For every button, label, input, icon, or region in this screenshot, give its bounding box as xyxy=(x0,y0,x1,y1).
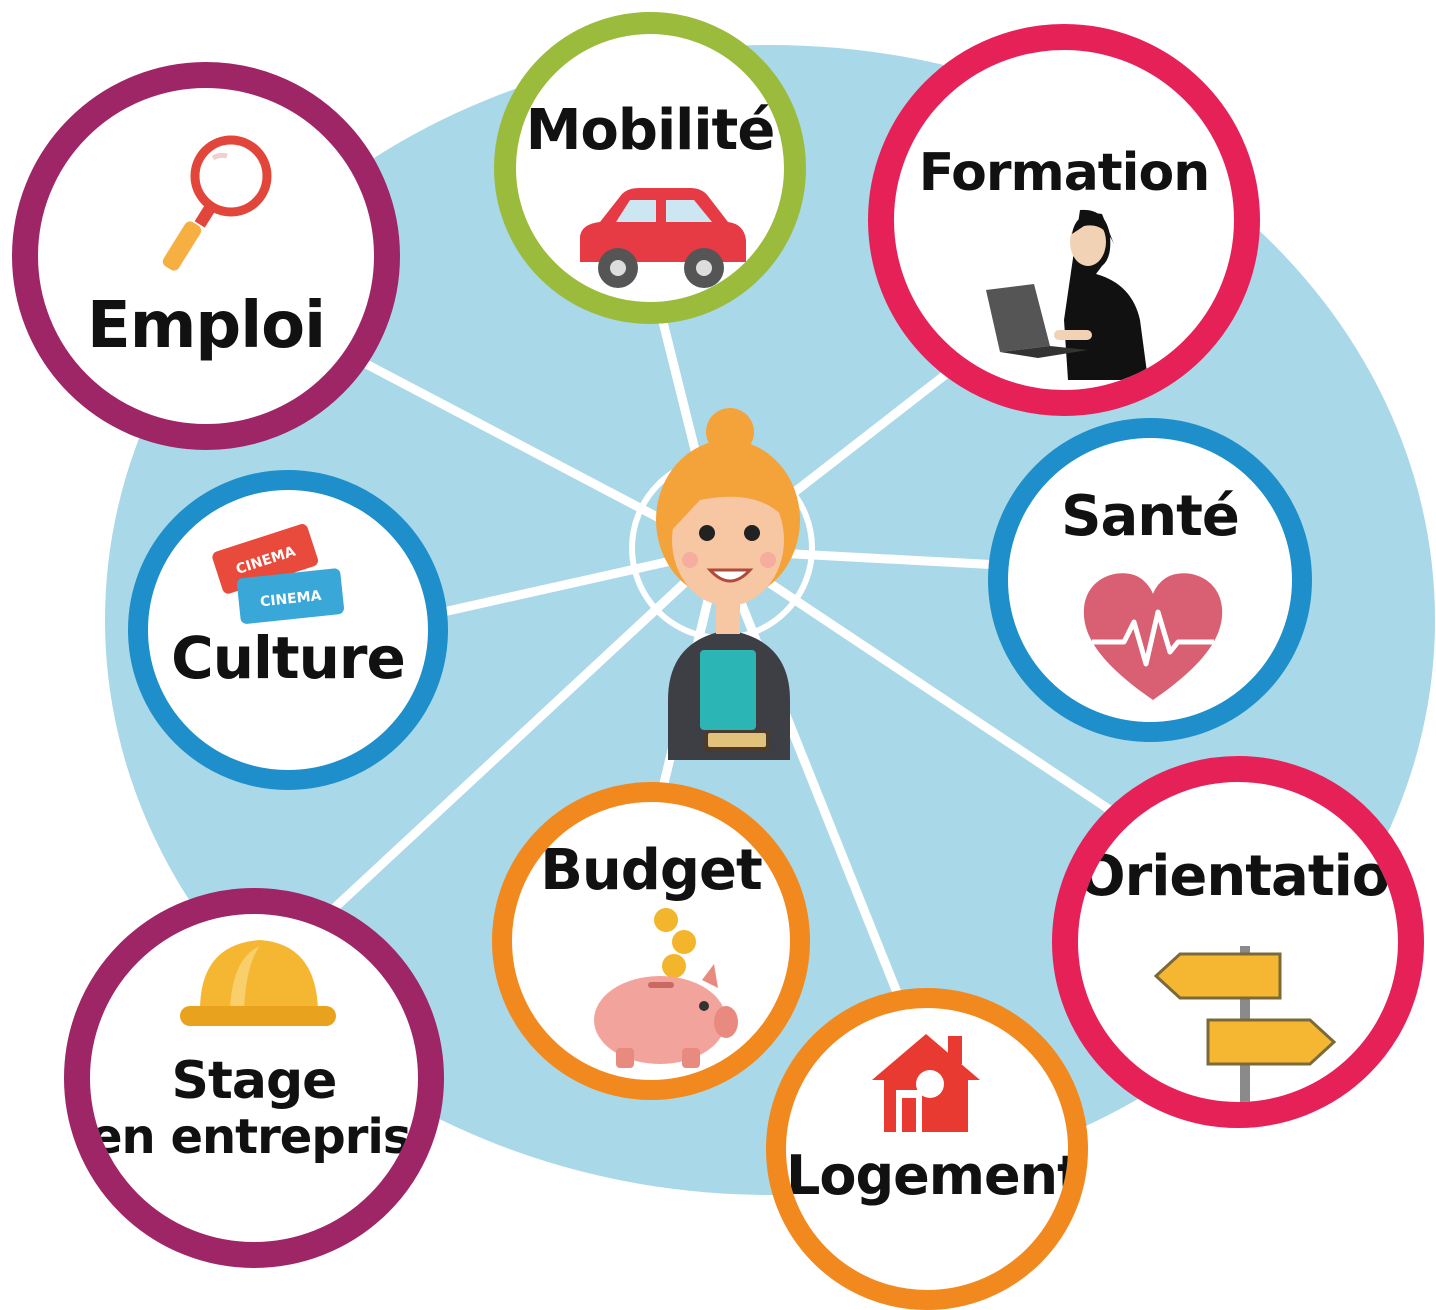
node-label-line-1: Stage xyxy=(171,1051,338,1111)
hard-hat-icon xyxy=(180,940,336,1026)
node-label: Santé xyxy=(1061,484,1240,549)
piggy-bank-icon xyxy=(594,908,738,1068)
magnifier-icon xyxy=(162,135,272,271)
node-mobilite: Mobilité xyxy=(494,12,806,324)
node-label: Mobilité xyxy=(525,98,776,163)
car-icon xyxy=(580,188,746,288)
node-orientation: Orientation xyxy=(1052,756,1424,1128)
spoke-orientation xyxy=(715,545,1115,815)
node-label: Culture xyxy=(171,624,406,692)
house-icon xyxy=(872,1034,980,1132)
node-label: Budget xyxy=(540,838,762,903)
spoke-logement xyxy=(715,545,905,1005)
spoke-emploi xyxy=(325,340,725,555)
woman-student-icon xyxy=(629,408,815,760)
heart-pulse-icon xyxy=(1083,573,1223,700)
signpost-icon xyxy=(1153,946,1337,1102)
node-label-line-2: en entreprise xyxy=(90,1109,442,1165)
node-label: Orientation xyxy=(1078,844,1424,909)
node-sante: Santé xyxy=(988,418,1312,742)
ticket-text-blue: CINEMA xyxy=(259,588,322,610)
node-culture: CINEMA CINEMA Culture xyxy=(128,470,448,790)
node-label: Emploi xyxy=(86,289,326,363)
node-label: Logement xyxy=(786,1144,1082,1207)
laptop-woman-icon xyxy=(986,209,1148,380)
node-budget: Budget xyxy=(492,782,810,1100)
cinema-tickets-icon: CINEMA CINEMA xyxy=(212,524,345,624)
node-label: Formation xyxy=(918,143,1210,203)
node-formation: Formation xyxy=(868,24,1260,416)
node-emploi: Emploi xyxy=(12,62,400,450)
node-logement: Logement xyxy=(766,988,1088,1310)
spoke-stage xyxy=(295,545,725,945)
node-stage: Stage en entreprise xyxy=(64,888,444,1268)
